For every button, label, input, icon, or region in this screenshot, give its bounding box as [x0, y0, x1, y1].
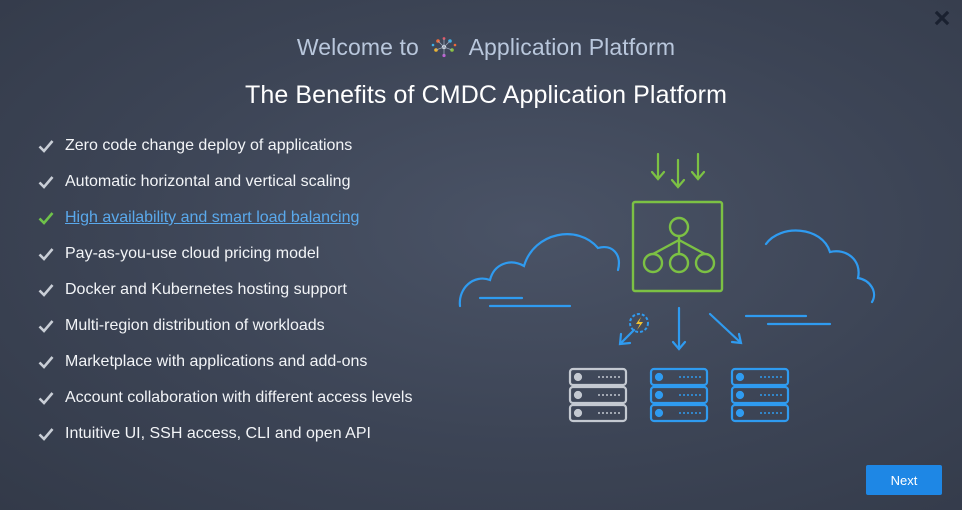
benefit-label: Zero code change deploy of applications: [65, 137, 353, 154]
benefit-label: Pay-as-you-use cloud pricing model: [65, 245, 320, 262]
check-icon: [38, 140, 54, 153]
check-icon: [38, 248, 54, 261]
server-blue-icon: [730, 367, 790, 423]
benefit-item: Pay-as-you-use cloud pricing model: [38, 236, 412, 272]
benefit-item: Zero code change deploy of applications: [38, 128, 412, 164]
benefit-link[interactable]: High availability and smart load balanci…: [65, 209, 360, 226]
benefit-label: Automatic horizontal and vertical scalin…: [65, 173, 351, 190]
load-balancing-illustration: [458, 152, 876, 423]
benefit-item: Multi-region distribution of workloads: [38, 308, 412, 344]
check-icon: [38, 428, 54, 441]
cloud-left-icon: [458, 233, 620, 308]
benefit-label: Account collaboration with different acc…: [65, 389, 413, 406]
outgoing-arrows-icon: [618, 306, 743, 351]
benefits-list: Zero code change deploy of applications …: [38, 128, 412, 452]
check-icon: [38, 356, 54, 369]
welcome-suffix: Application Platform: [468, 34, 676, 60]
benefit-item: Marketplace with applications and add-on…: [38, 344, 412, 380]
incoming-arrows-icon: [650, 152, 706, 189]
close-icon: [934, 10, 950, 26]
check-icon: [38, 392, 54, 405]
next-button[interactable]: Next: [866, 465, 942, 495]
benefit-item: Intuitive UI, SSH access, CLI and open A…: [38, 416, 412, 452]
benefit-item: Docker and Kubernetes hosting support: [38, 272, 412, 308]
server-blue-icon: [649, 367, 709, 423]
benefit-item-active[interactable]: High availability and smart load balanci…: [38, 200, 412, 236]
check-icon: [38, 284, 54, 297]
benefit-label: Marketplace with applications and add-on…: [65, 353, 368, 370]
benefit-item: Account collaboration with different acc…: [38, 380, 412, 416]
check-icon: [38, 212, 54, 225]
benefit-label: Docker and Kubernetes hosting support: [65, 281, 347, 298]
page-title: The Benefits of CMDC Application Platfor…: [244, 81, 728, 109]
lightning-icon: [629, 313, 649, 333]
cloud-right-icon: [744, 229, 876, 326]
benefit-label: Multi-region distribution of workloads: [65, 317, 325, 334]
benefit-label: Intuitive UI, SSH access, CLI and open A…: [65, 425, 371, 442]
close-button[interactable]: [932, 8, 952, 28]
load-balancer-icon: [631, 200, 724, 293]
platform-logo-icon: [429, 36, 459, 58]
benefit-item: Automatic horizontal and vertical scalin…: [38, 164, 412, 200]
server-grey-icon: [568, 367, 628, 423]
welcome-heading: Welcome to Application Platform: [0, 34, 962, 61]
check-icon: [38, 320, 54, 333]
check-icon: [38, 176, 54, 189]
welcome-prefix: Welcome to: [296, 34, 419, 60]
